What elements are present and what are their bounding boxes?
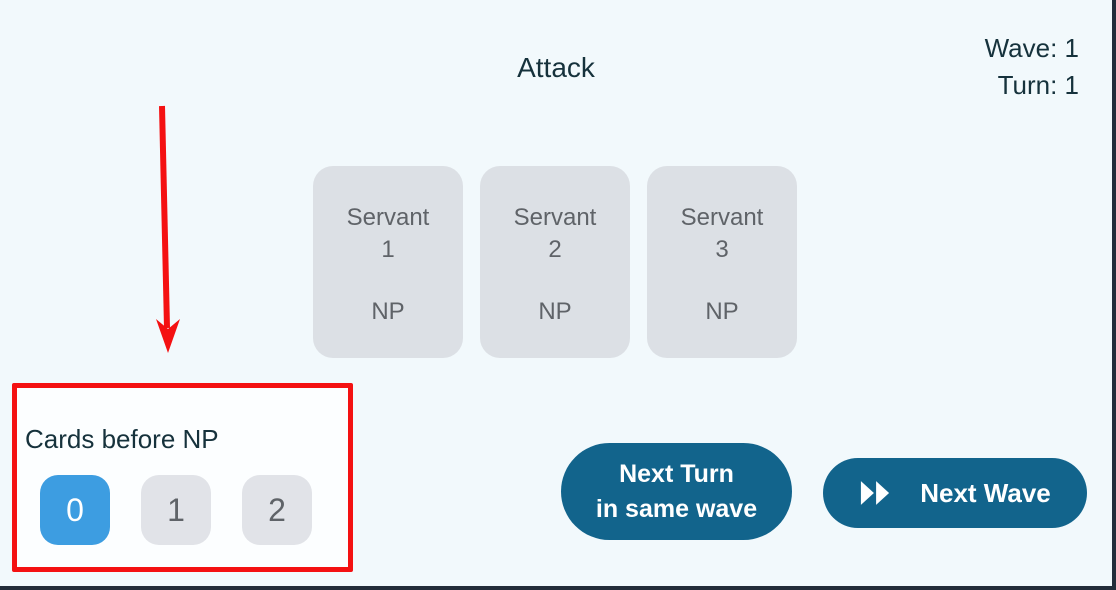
servant-number: 2 — [548, 236, 562, 263]
servant-card-2[interactable]: Servant 2 NP — [480, 166, 630, 358]
servant-np-label: NP — [705, 298, 739, 325]
wave-turn-counter: Wave: 1 Turn: 1 — [985, 30, 1079, 104]
phase-title: Attack — [517, 52, 595, 83]
servant-card-name: Servant 2 — [480, 202, 630, 266]
next-turn-line1: Next Turn — [619, 459, 734, 488]
cards-before-np-option-2[interactable]: 2 — [242, 475, 312, 545]
servant-np-label: NP — [538, 298, 572, 325]
servant-number: 3 — [715, 236, 729, 263]
turn-label: Turn: 1 — [997, 70, 1079, 100]
next-turn-button[interactable]: Next Turn in same wave — [561, 443, 792, 540]
cards-before-np-panel red-highlight-box: Cards before NP 0 1 2 — [12, 383, 353, 572]
servant-card-name: Servant 1 — [313, 202, 463, 266]
servant-number: 1 — [381, 236, 395, 263]
servant-name: Servant — [346, 204, 430, 231]
wave-label: Wave: 1 — [984, 33, 1079, 63]
servant-card-1[interactable]: Servant 1 NP — [313, 166, 463, 358]
servant-name: Servant — [680, 204, 764, 231]
servant-card-3[interactable]: Servant 3 NP — [647, 166, 797, 358]
servant-card-name: Servant 3 — [647, 202, 797, 266]
cards-before-np-option-0[interactable]: 0 — [40, 475, 110, 545]
servant-name: Servant — [513, 204, 597, 231]
fast-forward-icon — [861, 481, 890, 505]
next-turn-line2: in same wave — [595, 494, 758, 523]
cards-before-np-options: 0 1 2 — [40, 475, 312, 545]
cards-before-np-option-1[interactable]: 1 — [141, 475, 211, 545]
cards-before-np-label: Cards before NP — [25, 424, 219, 454]
next-wave-button[interactable]: Next Wave — [823, 458, 1087, 528]
red-down-arrow-annotation — [156, 105, 180, 353]
servant-np-label: NP — [371, 298, 405, 325]
next-wave-label: Next Wave — [920, 477, 1051, 508]
